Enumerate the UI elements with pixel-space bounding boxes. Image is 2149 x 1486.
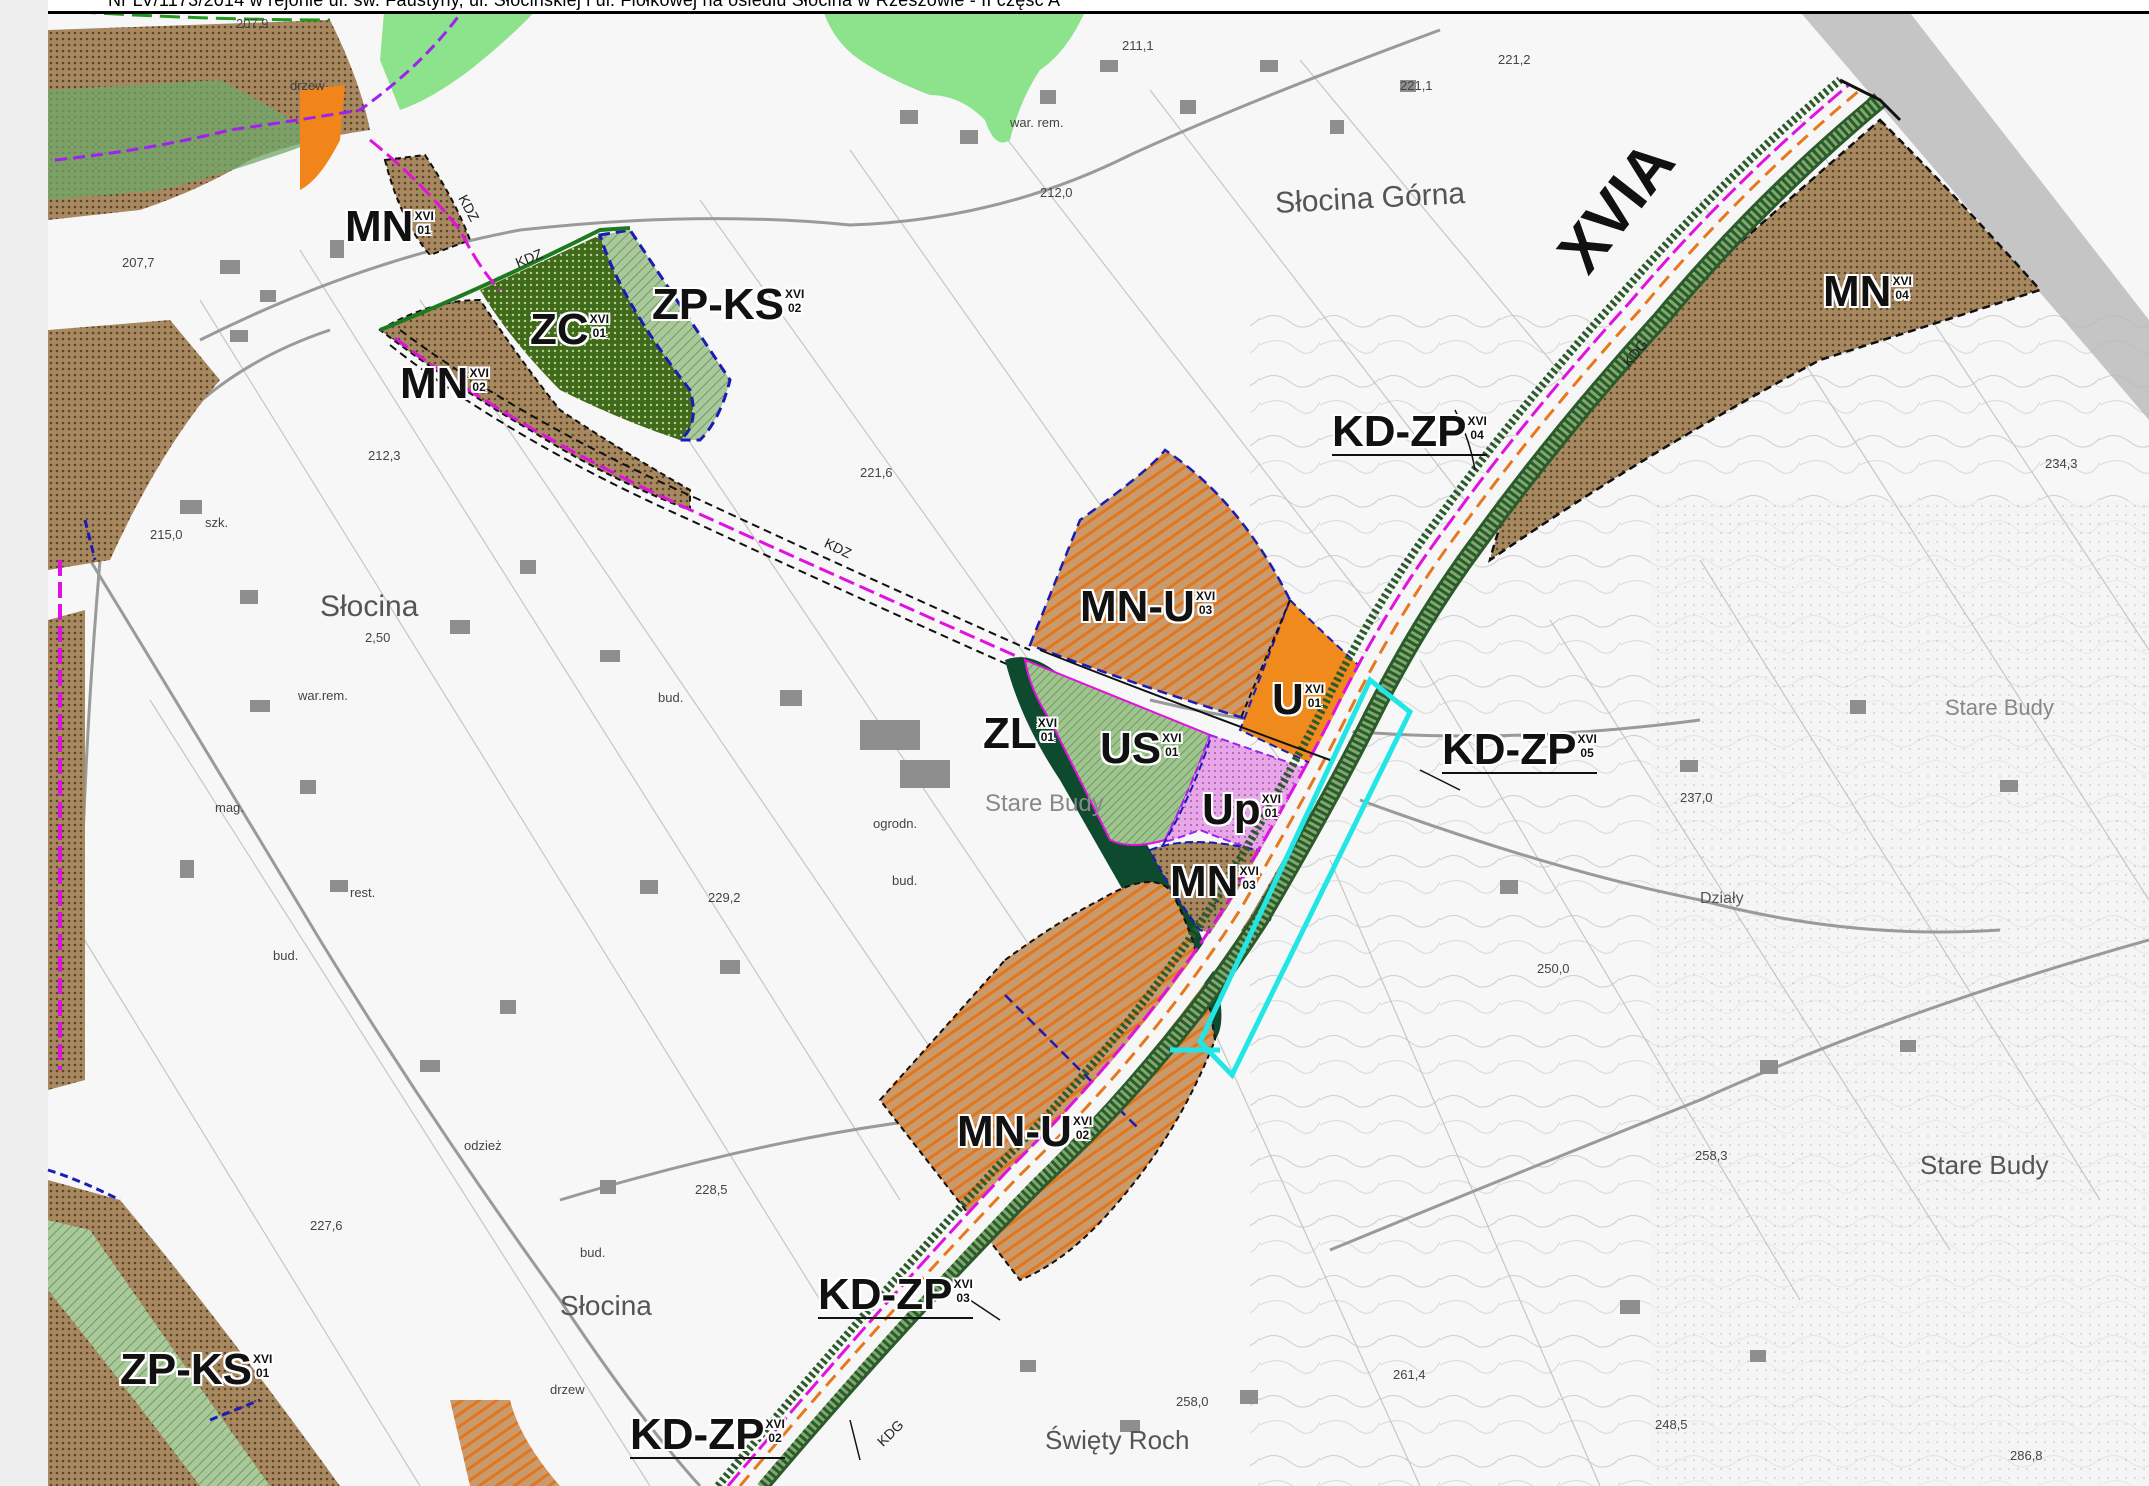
kdg-road-orange-line <box>738 88 1861 1486</box>
elev-1: 211,1 <box>1122 38 1154 53</box>
note-drzew-1: drzew <box>290 78 325 93</box>
park-north <box>820 0 1090 143</box>
elev-16: 286,8 <box>2010 1448 2043 1463</box>
parcel-lines <box>59 59 2149 1486</box>
local-roads <box>78 28 2149 1486</box>
elev-3: 212,0 <box>1040 185 1073 200</box>
separator-mnu-u <box>1239 599 1291 721</box>
leader-kdzp-03 <box>969 1299 1001 1321</box>
cyan-section-marker <box>1197 676 1414 1080</box>
elev-8: 229,2 <box>708 890 741 905</box>
elev-20: 207,9 <box>236 16 269 31</box>
place-dzialy: Działy <box>1700 890 1744 907</box>
kdz-road-magenta-n <box>369 138 502 292</box>
kdg-road-magenta-line <box>726 82 1851 1486</box>
park-nw <box>380 0 545 110</box>
note-bud-2: bud. <box>658 690 684 705</box>
leader-kdzp-04 <box>1454 409 1476 471</box>
elev-10: 250,0 <box>1537 961 1570 976</box>
kdz-road-border-b <box>389 344 1021 671</box>
place-swiety-roch: Święty Roch <box>1045 1425 1190 1455</box>
zone-mn-01 <box>383 153 472 257</box>
purple-boundary-nw <box>54 0 472 162</box>
header-text: Nr LV/1173/2014 w rejonie ul. św. Fausty… <box>108 0 1061 10</box>
elev-14: 258,0 <box>1176 1394 1209 1409</box>
elev-5: 212,3 <box>368 448 401 463</box>
buildings <box>180 60 2018 1432</box>
zone-zpks-01-brown <box>48 1180 340 1486</box>
zone-zc-01 <box>480 235 694 440</box>
note-odziez: odzież <box>464 1138 502 1153</box>
elev-4: 221,2 <box>1498 52 1531 67</box>
kdz-road-magenta <box>394 336 1026 662</box>
note-war-rem-n: war. rem. <box>1010 115 1064 130</box>
note-rest: rest. <box>350 885 376 900</box>
note-bud-1: bud. <box>273 948 299 963</box>
place-slocina-south: Słocina <box>560 1290 652 1321</box>
elev-9: 237,0 <box>1680 790 1713 805</box>
place-stare-budy-east: Stare Budy <box>1945 695 2054 720</box>
kdg-road-end <box>1839 78 1902 122</box>
note-mag: mag. <box>215 800 244 815</box>
elev-18: 228,5 <box>695 1182 728 1197</box>
zone-west-brown-mid <box>48 320 220 570</box>
note-war-rem: war.rem. <box>298 688 348 703</box>
note-szk: szk. <box>205 515 229 530</box>
elev-13: 261,4 <box>1393 1367 1426 1382</box>
elev-11: 234,3 <box>2045 456 2078 471</box>
kdz-road-border-a <box>399 329 1031 651</box>
zone-south-hatch <box>450 1400 560 1486</box>
note-bud-4: bud. <box>580 1245 606 1260</box>
zone-orange-top <box>300 85 345 190</box>
elev-6: 215,0 <box>150 527 183 542</box>
elev-2: 221,1 <box>1400 78 1433 93</box>
elev-19: 207,7 <box>122 255 155 270</box>
leader-kdzp-02 <box>849 1419 861 1461</box>
place-slocina: Słocina <box>320 590 419 623</box>
zone-mn-04 <box>1487 118 2043 563</box>
note-bud-3: bud. <box>892 873 918 888</box>
outside-area <box>0 0 48 1486</box>
zone-mn-02 <box>378 298 691 512</box>
elev-12: 258,3 <box>1695 1148 1728 1163</box>
zone-us-01 <box>1023 658 1212 846</box>
kdg-road-edge-west <box>714 76 1843 1486</box>
zone-west-strip <box>48 610 85 1090</box>
elev-7: 221,6 <box>860 465 893 480</box>
note-2-50: 2,50 <box>365 630 391 645</box>
place-stare-budy-center: Stare Budy <box>985 790 1104 817</box>
note-ogrodn: ogrodn. <box>873 816 918 831</box>
elev-15: 248,5 <box>1655 1417 1688 1432</box>
map-header: Nr LV/1173/2014 w rejonie ul. św. Fausty… <box>48 0 2149 14</box>
note-drzew-2: drzew <box>550 1382 585 1397</box>
zone-mnu-03 <box>1028 448 1292 722</box>
kdg-main-road <box>714 76 1902 1486</box>
leader-kdzp-05 <box>1419 769 1461 791</box>
kdg-road-edge-stripe <box>755 95 1884 1486</box>
separator-us-up <box>1159 739 1211 851</box>
separator-line-mid <box>1039 649 1331 761</box>
elev-17: 227,6 <box>310 1218 343 1233</box>
hatched-terrain <box>1650 500 2149 1486</box>
zone-zpks-02 <box>598 228 732 442</box>
place-stare-budy-southeast: Stare Budy <box>1920 1150 2049 1180</box>
